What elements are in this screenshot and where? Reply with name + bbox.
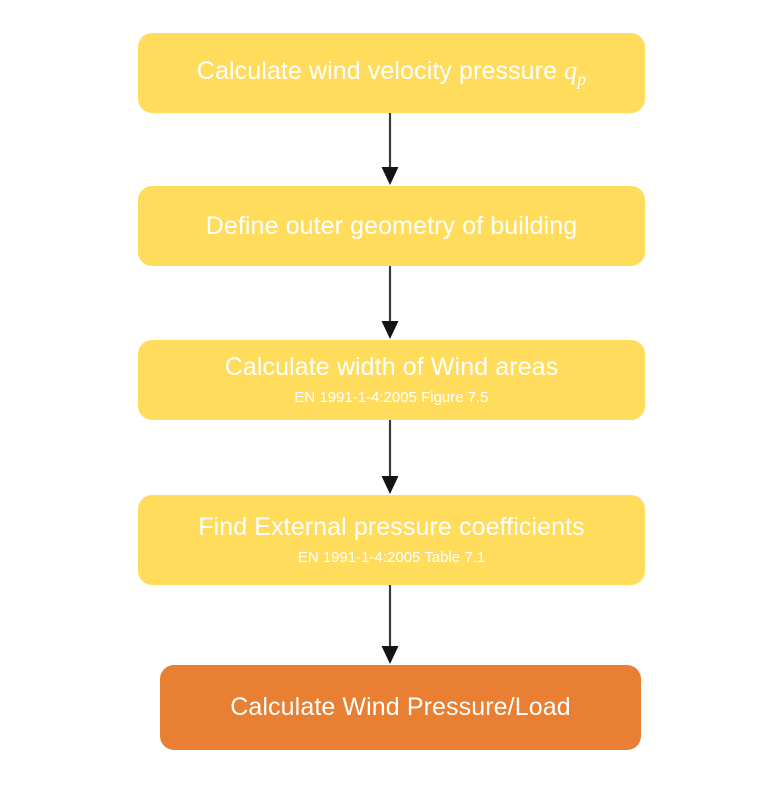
flow-node-subtitle-reference: EN 1991-1-4:2005 Table 7.1 — [297, 548, 486, 566]
flow-node-title: Calculate Wind Pressure/Load — [230, 693, 571, 722]
arrow-down-icon — [381, 646, 399, 664]
connector-node2-to-node3 — [378, 266, 402, 340]
flow-node-calculate-width-of-wind-areas[interactable]: Calculate width of Wind areas EN 1991-1-… — [138, 340, 645, 420]
q-symbol-subscript: p — [577, 69, 587, 90]
flow-node-title: Calculate width of Wind areas — [224, 353, 559, 382]
flow-node-find-external-pressure-coefficients[interactable]: Find External pressure coefficients EN 1… — [138, 495, 645, 585]
flow-node-title: Calculate wind velocity pressure qp — [197, 56, 586, 90]
arrow-down-icon — [381, 476, 399, 494]
arrow-down-icon — [381, 321, 399, 339]
connector-node4-to-node5 — [378, 585, 402, 665]
flow-node-subtitle-reference: EN 1991-1-4:2005 Figure 7.5 — [294, 388, 489, 406]
flow-node-title-text: Calculate wind velocity pressure — [196, 57, 565, 86]
flow-node-title: Find External pressure coefficients — [198, 513, 585, 542]
flow-node-calculate-wind-velocity-pressure[interactable]: Calculate wind velocity pressure qp — [138, 33, 645, 113]
q-subscript-p-symbol: qp — [564, 56, 586, 89]
flow-node-calculate-wind-pressure-load[interactable]: Calculate Wind Pressure/Load — [160, 665, 641, 750]
flow-node-define-outer-geometry-of-building[interactable]: Define outer geometry of building — [138, 186, 645, 266]
q-symbol: q — [564, 56, 578, 86]
connector-node1-to-node2 — [378, 113, 402, 186]
connector-node3-to-node4 — [378, 420, 402, 495]
flow-node-title: Define outer geometry of building — [205, 211, 578, 240]
arrow-down-icon — [381, 167, 399, 185]
